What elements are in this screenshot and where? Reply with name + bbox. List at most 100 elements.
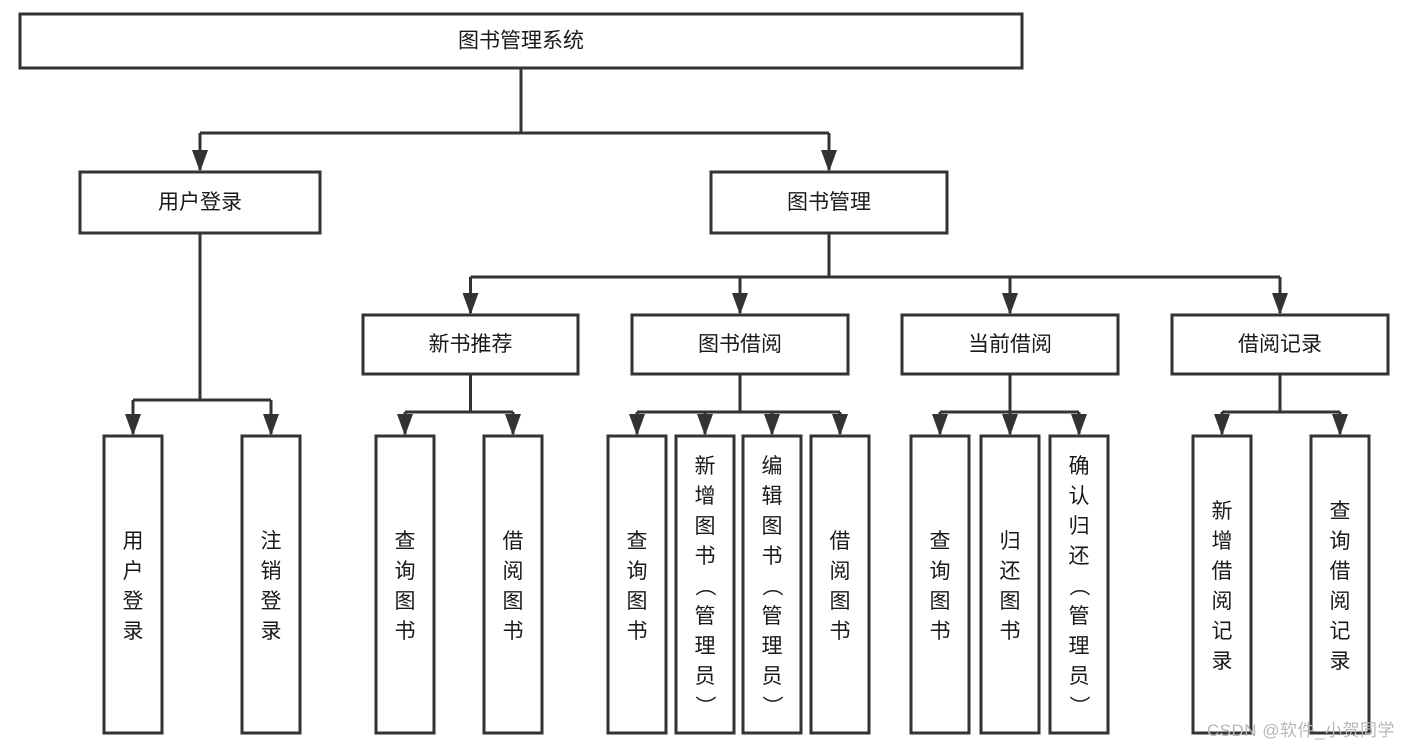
node-leaf-user_login-0[interactable] <box>102 434 164 735</box>
svg-text:查: 查 <box>395 530 416 553</box>
svg-text:图: 图 <box>695 515 716 538</box>
node-leaf-borrow_record-1[interactable] <box>1309 434 1371 735</box>
svg-text:借: 借 <box>1212 560 1233 583</box>
svg-text:阅: 阅 <box>1330 590 1351 613</box>
svg-text:图: 图 <box>627 590 648 613</box>
svg-text:确: 确 <box>1069 455 1090 478</box>
node-leaf-book_borrow-0[interactable] <box>606 434 668 735</box>
svg-text:员: 员 <box>762 665 783 688</box>
svg-text:书: 书 <box>503 620 524 643</box>
svg-text:管: 管 <box>762 605 783 628</box>
arrow-head-icon-current_borrow-0 <box>932 414 948 436</box>
node-level2-1[interactable] <box>709 170 949 235</box>
node-level2-0[interactable] <box>78 170 322 235</box>
node-leaf-label-user_login-0: 用户登录 <box>123 530 144 643</box>
node-root[interactable] <box>18 12 1024 70</box>
svg-text:书: 书 <box>762 545 783 568</box>
svg-text:认: 认 <box>1069 485 1090 508</box>
node-level3-2[interactable] <box>900 313 1120 376</box>
arrow-head-icon-book_borrow-0 <box>629 414 645 436</box>
svg-text:（: （ <box>1067 575 1090 596</box>
svg-text:）: ） <box>693 695 716 716</box>
svg-text:阅: 阅 <box>1212 590 1233 613</box>
node-leaf-current_borrow-1[interactable] <box>979 434 1041 735</box>
arrow-head-icon-level2-1 <box>821 150 837 172</box>
svg-text:书: 书 <box>1000 620 1021 643</box>
node-leaf-borrow_record-0[interactable] <box>1191 434 1253 735</box>
svg-text:书: 书 <box>830 620 851 643</box>
svg-text:查: 查 <box>627 530 648 553</box>
svg-text:编: 编 <box>762 455 783 478</box>
svg-text:销: 销 <box>261 560 282 583</box>
node-level3-label-2: 当前借阅 <box>968 333 1052 356</box>
svg-text:还: 还 <box>1000 560 1021 583</box>
svg-text:增: 增 <box>1212 530 1233 553</box>
arrow-head-icon-level3-3 <box>1272 293 1288 315</box>
svg-text:借: 借 <box>1330 560 1351 583</box>
svg-text:询: 询 <box>627 560 648 583</box>
arrow-head-icon-level2-0 <box>192 150 208 172</box>
node-leaf-current_borrow-2[interactable] <box>1048 434 1110 735</box>
node-leaf-book_borrow-2[interactable] <box>741 434 803 735</box>
svg-text:询: 询 <box>395 560 416 583</box>
svg-text:询: 询 <box>1330 530 1351 553</box>
svg-text:归: 归 <box>1069 515 1090 538</box>
node-leaf-book_borrow-1[interactable] <box>674 434 736 735</box>
svg-text:书: 书 <box>627 620 648 643</box>
node-level3-3[interactable] <box>1170 313 1390 376</box>
svg-text:录: 录 <box>1330 650 1351 673</box>
node-leaf-user_login-1[interactable] <box>240 434 302 735</box>
node-leaf-current_borrow-0[interactable] <box>909 434 971 735</box>
svg-text:图: 图 <box>395 590 416 613</box>
svg-text:）: ） <box>1067 695 1090 716</box>
svg-text:录: 录 <box>261 620 282 643</box>
arrow-head-icon-borrow_record-1 <box>1332 414 1348 436</box>
node-level3-1[interactable] <box>630 313 850 376</box>
svg-text:图: 图 <box>503 590 524 613</box>
svg-text:理: 理 <box>762 635 783 658</box>
svg-text:借: 借 <box>503 530 524 553</box>
svg-text:）: ） <box>760 695 783 716</box>
node-leaf-new_book-0[interactable] <box>374 434 436 735</box>
svg-text:记: 记 <box>1212 620 1233 643</box>
connector-layer <box>125 68 1348 436</box>
svg-text:查: 查 <box>1330 500 1351 523</box>
node-root-label: 图书管理系统 <box>458 30 584 53</box>
svg-text:户: 户 <box>123 560 144 583</box>
arrow-head-icon-level3-1 <box>732 293 748 315</box>
node-leaf-new_book-1[interactable] <box>482 434 544 735</box>
svg-text:借: 借 <box>830 530 851 553</box>
svg-text:用: 用 <box>123 530 144 553</box>
svg-text:增: 增 <box>695 485 716 508</box>
node-level3-label-0: 新书推荐 <box>429 333 513 356</box>
svg-text:录: 录 <box>123 620 144 643</box>
svg-text:询: 询 <box>930 560 951 583</box>
arrow-head-icon-user_login-0 <box>125 414 141 436</box>
arrow-head-icon-level3-2 <box>1002 293 1018 315</box>
node-leaf-book_borrow-3[interactable] <box>809 434 871 735</box>
svg-text:还: 还 <box>1069 545 1090 568</box>
svg-text:阅: 阅 <box>503 560 524 583</box>
node-level3-label-1: 图书借阅 <box>698 333 782 356</box>
watermark-text: CSDN @软件_小贺同学 <box>1206 721 1395 740</box>
svg-text:登: 登 <box>123 590 144 613</box>
node-level3-0[interactable] <box>361 313 580 376</box>
svg-text:新: 新 <box>695 455 716 478</box>
svg-text:查: 查 <box>930 530 951 553</box>
arrow-head-icon-borrow_record-0 <box>1214 414 1230 436</box>
svg-text:书: 书 <box>695 545 716 568</box>
arrow-head-icon-level3-0 <box>462 293 479 315</box>
arrow-head-icon-current_borrow-2 <box>1071 414 1087 436</box>
svg-text:书: 书 <box>930 620 951 643</box>
svg-text:（: （ <box>760 575 783 596</box>
